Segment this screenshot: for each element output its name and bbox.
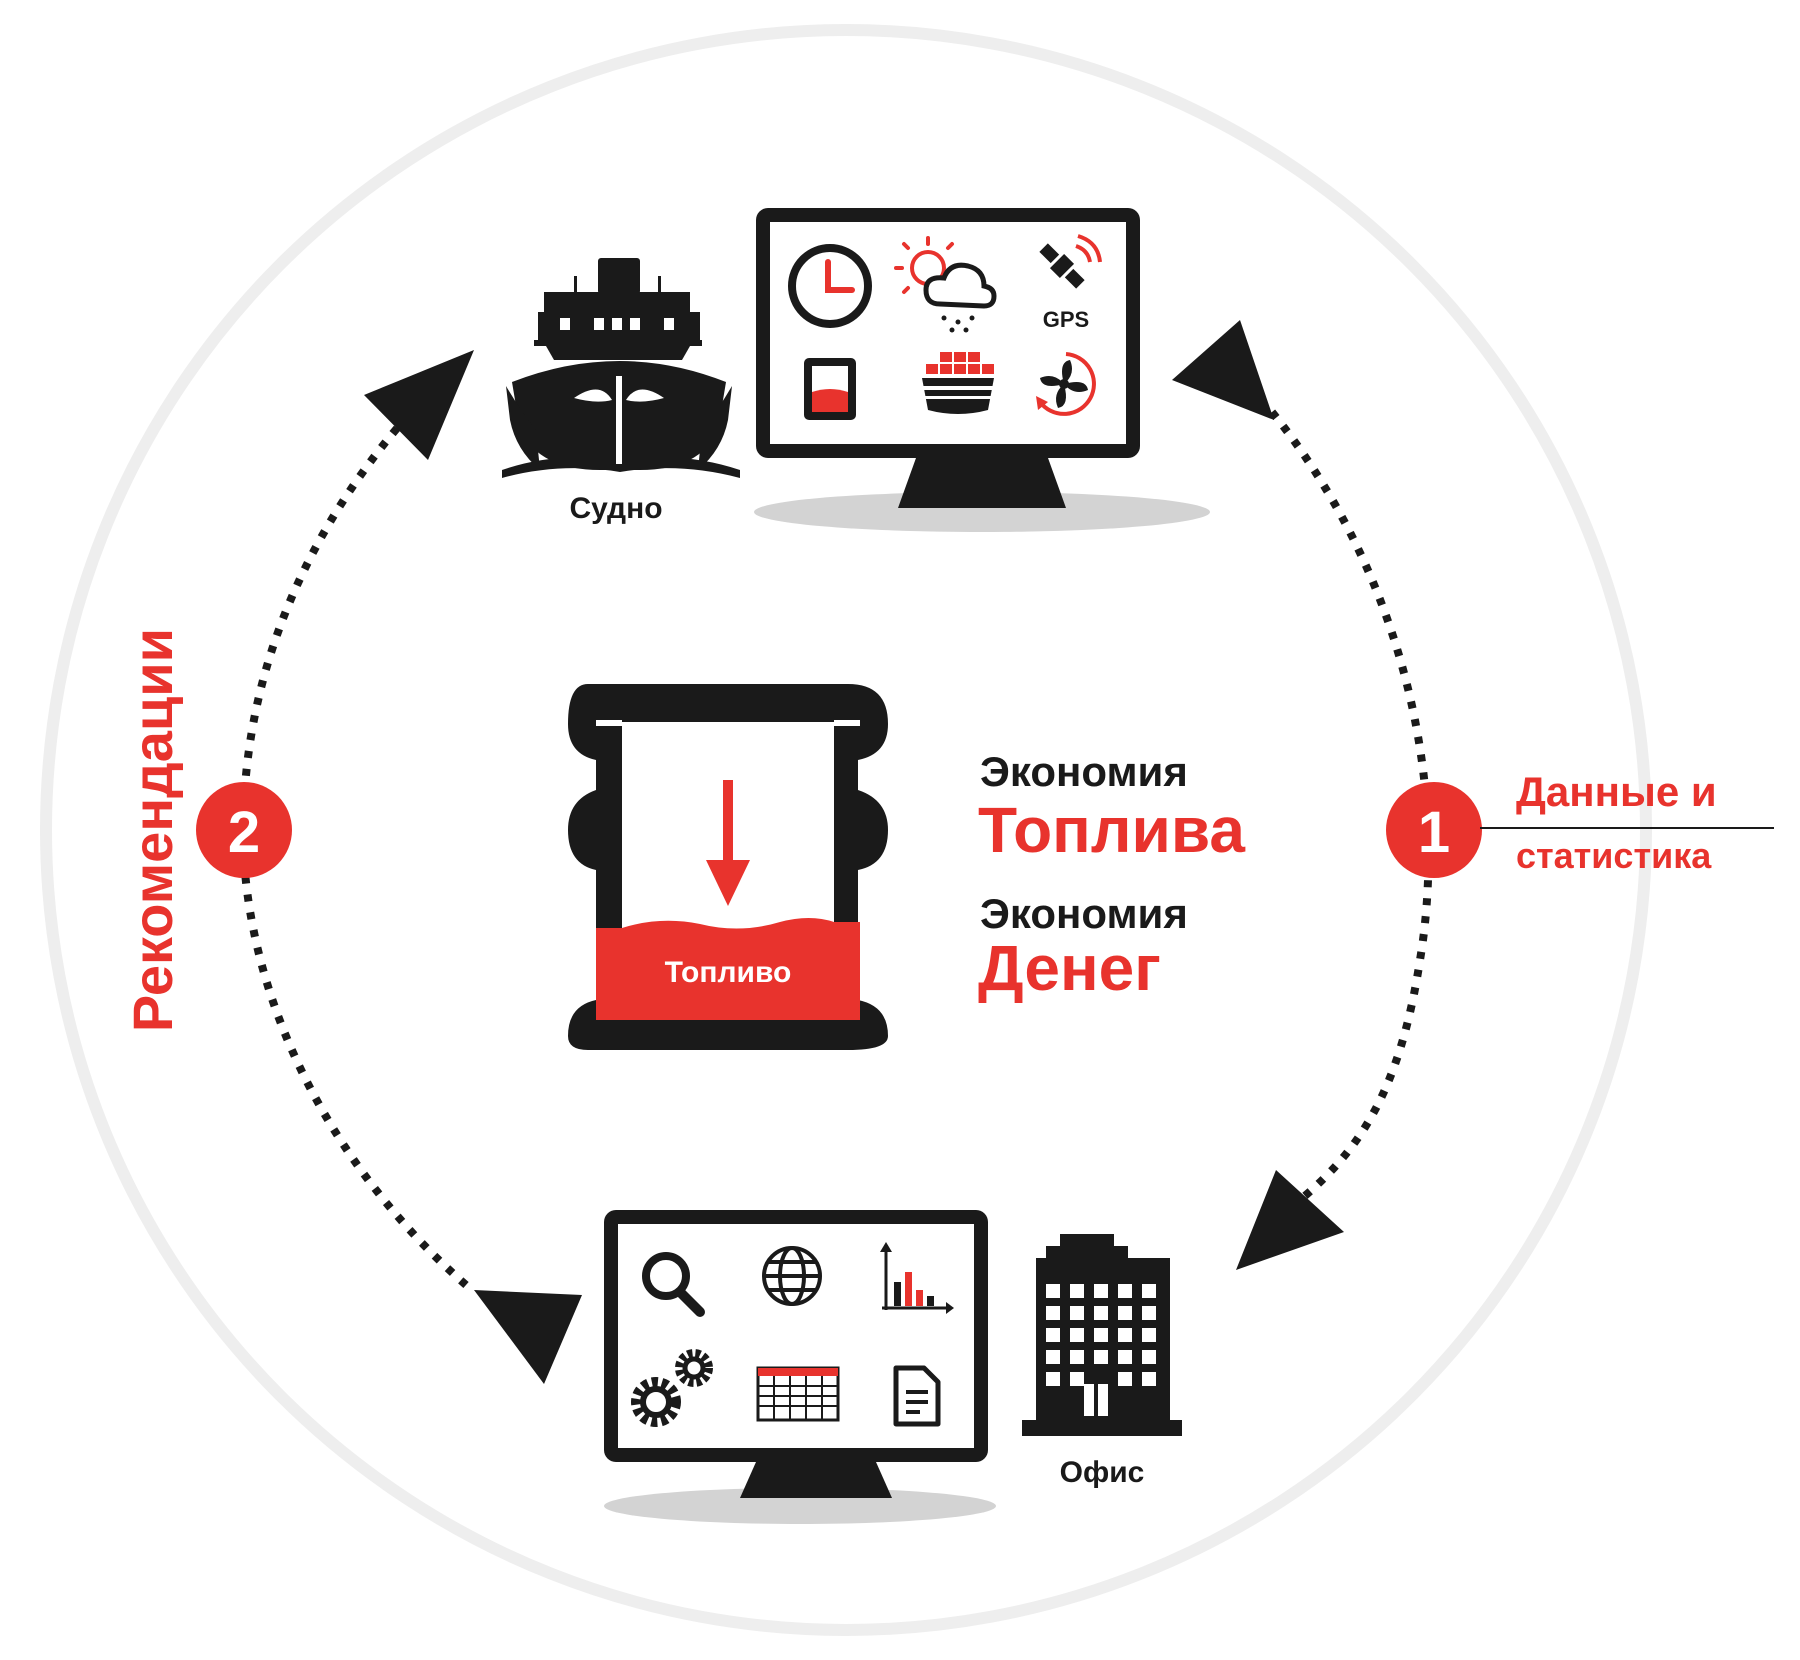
building-window: [1094, 1328, 1108, 1342]
fuel-barrel-icon: [804, 358, 856, 420]
step-1-line1: Данные и: [1516, 768, 1717, 815]
building-window: [1070, 1372, 1084, 1386]
building-window: [1070, 1350, 1084, 1364]
building-windows: [1046, 1284, 1156, 1386]
ship-monitor-shadow: [754, 492, 1210, 532]
office-monitor: [604, 1210, 996, 1524]
savings-money-line2: Денег: [978, 932, 1161, 1004]
bar-chart-icon: [880, 1242, 954, 1314]
building-window: [1094, 1284, 1108, 1298]
step-2-badge: [196, 782, 292, 878]
savings-text: Экономия Топлива Экономия Денег: [978, 748, 1245, 1004]
office-monitor-stand: [740, 1462, 892, 1498]
fuel-label: Топливо: [665, 956, 792, 989]
step-2: 2 Рекомендации: [121, 628, 292, 1032]
building-window: [1094, 1306, 1108, 1320]
central-fuel-barrel: Топливо: [568, 684, 888, 1050]
step-1: 1 Данные и статистика: [1386, 768, 1774, 878]
savings-fuel-line2: Топлива: [978, 794, 1245, 866]
building-window: [1070, 1306, 1084, 1320]
arrowhead-toward-ship: [364, 350, 474, 460]
building-window: [1046, 1328, 1060, 1342]
down-arrow-icon: [706, 780, 750, 906]
building-window: [1046, 1372, 1060, 1386]
arrowhead-toward-monitor: [1172, 320, 1274, 420]
building-window: [1142, 1328, 1156, 1342]
arrowhead-toward-office-monitor: [474, 1290, 582, 1384]
building-window: [1070, 1328, 1084, 1342]
building-window: [1046, 1306, 1060, 1320]
arrowhead-toward-office: [1236, 1170, 1344, 1270]
building-window: [1142, 1350, 1156, 1364]
ship-monitor-stand: [898, 458, 1066, 508]
ship-label: Судно: [569, 492, 662, 525]
building-window: [1118, 1372, 1132, 1386]
propeller-icon: [1036, 352, 1096, 416]
building-window: [1118, 1284, 1132, 1298]
step-1-badge: [1386, 782, 1482, 878]
document-icon: [893, 1365, 941, 1427]
outer-ring: [40, 24, 1652, 1636]
cargo-ship-icon: [922, 352, 994, 414]
building-window: [1118, 1328, 1132, 1342]
office-monitor-shadow: [604, 1488, 996, 1524]
ship-monitor: GPS: [754, 208, 1210, 532]
building-window: [1118, 1350, 1132, 1364]
satellite-gps-icon: GPS: [1039, 234, 1102, 332]
office-label: Офис: [1060, 1456, 1145, 1489]
building-window: [1094, 1350, 1108, 1364]
step-2-label: Рекомендации: [121, 628, 184, 1032]
clock-icon: [788, 244, 872, 328]
building-window: [1142, 1372, 1156, 1386]
gears-icon: [631, 1349, 713, 1427]
step-1-line2: статистика: [1516, 835, 1712, 876]
weather-icon: [894, 236, 997, 333]
building-window: [1118, 1306, 1132, 1320]
search-icon: [642, 1252, 705, 1317]
building-window: [1142, 1284, 1156, 1298]
savings-fuel-line1: Экономия: [980, 748, 1188, 795]
spreadsheet-icon: [756, 1366, 840, 1422]
ship-icon: [502, 258, 740, 478]
barrel-fuel-fill: [622, 918, 834, 1020]
step-1-number: 1: [1418, 800, 1450, 865]
building-window: [1046, 1350, 1060, 1364]
building-window: [1142, 1306, 1156, 1320]
savings-money-line1: Экономия: [980, 890, 1188, 937]
building-window: [1046, 1284, 1060, 1298]
step-2-number: 2: [228, 800, 260, 865]
gps-label: GPS: [1043, 307, 1089, 332]
office-building-icon: [1022, 1234, 1182, 1436]
building-window: [1070, 1284, 1084, 1298]
globe-icon: [762, 1246, 822, 1306]
